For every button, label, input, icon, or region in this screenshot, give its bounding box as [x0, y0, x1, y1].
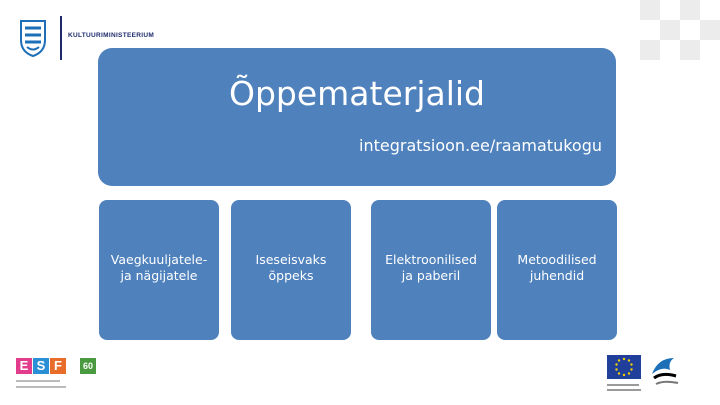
- esf-letter-e: E: [16, 358, 32, 374]
- card-electronic-paper: Elektroonilised ja paberil: [371, 200, 491, 340]
- coat-of-arms-icon: [20, 20, 46, 58]
- esf-caption-line: [16, 386, 66, 388]
- checker-square: [640, 40, 660, 60]
- ministry-logo: KULTUURIMINISTEERIUM: [14, 14, 164, 60]
- esf-letter-f: F: [50, 358, 66, 374]
- esf-60-badge: 60: [80, 358, 96, 374]
- ministry-name: KULTUURIMINISTEERIUM: [68, 32, 155, 39]
- card-label-line1: Vaegkuuljatele-: [110, 252, 208, 267]
- card-hearing-visually-impaired: Vaegkuuljatele- ja nägijatele: [99, 200, 219, 340]
- checker-square: [660, 20, 680, 40]
- checker-square: [700, 20, 720, 40]
- page-title: Õppematerjalid: [228, 74, 486, 113]
- card-label-line2: juhendid: [529, 268, 585, 283]
- eu-caption-line: [607, 389, 641, 391]
- checker-square: [680, 40, 700, 60]
- card-label-line1: Metoodilised: [517, 252, 597, 267]
- card-label-line2: ja nägijatele: [120, 268, 198, 283]
- esf-logo: E S F 60: [16, 358, 106, 394]
- card-label-line2: õppeks: [268, 268, 314, 283]
- esf-caption-line: [16, 380, 60, 382]
- card-label-line2: ja paberil: [401, 268, 461, 283]
- logo-divider: [60, 16, 62, 60]
- card-self-study: Iseseisvaks õppeks: [231, 200, 351, 340]
- checker-square: [640, 0, 660, 20]
- checker-square: [680, 0, 700, 20]
- eu-flag-icon: [607, 355, 641, 379]
- estonia-logo-icon: [652, 358, 679, 385]
- card-label-line1: Iseseisvaks: [255, 252, 327, 267]
- eu-caption-line: [607, 384, 639, 386]
- title-banner: Õppematerjalid integratsioon.ee/raamatuk…: [98, 48, 616, 186]
- esf-letter-s: S: [33, 358, 49, 374]
- banner-link-text: integratsioon.ee/raamatukogu: [359, 136, 602, 155]
- card-label-line1: Elektroonilised: [385, 252, 477, 267]
- checker-decoration: [640, 0, 720, 80]
- card-methodical-guides: Metoodilised juhendid: [497, 200, 617, 340]
